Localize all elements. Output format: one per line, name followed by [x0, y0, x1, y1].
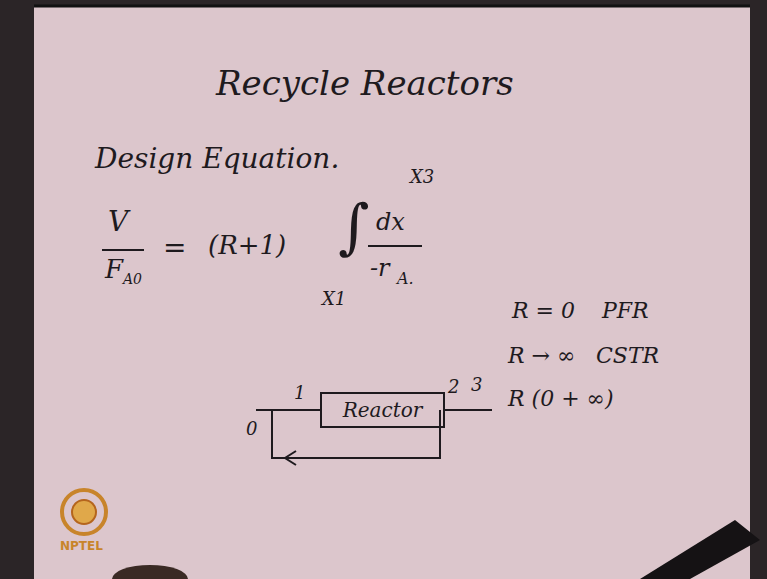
- equals-sign: =: [163, 234, 186, 262]
- fraction-bar: [368, 245, 422, 247]
- paper-edge: [34, 5, 750, 8]
- case-note: CSTR: [596, 345, 659, 367]
- subscript: A.: [397, 271, 414, 287]
- fraction-bar: [102, 249, 144, 251]
- marker-pen: [640, 520, 760, 579]
- case-note: R → ∞: [508, 345, 575, 367]
- denominator: F: [105, 256, 123, 282]
- feed-line: [256, 409, 320, 411]
- slide-title: Recycle Reactors: [216, 66, 514, 100]
- case-note: R (0 + ∞): [508, 388, 613, 410]
- watermark: NPTEL: [60, 540, 103, 552]
- numerator: dx: [376, 210, 405, 234]
- recycle-arrowhead: [285, 451, 296, 465]
- outlet-line: [445, 409, 492, 411]
- logo-ring: [62, 490, 106, 534]
- case-note: PFR: [602, 300, 649, 322]
- reactor-box: Reactor: [320, 392, 445, 428]
- stream-number: 2: [448, 378, 459, 396]
- heading-text: Design Equation.: [95, 145, 339, 173]
- upper-limit: X3: [410, 168, 434, 186]
- stream-number: 3: [471, 376, 482, 394]
- factor: (R+1): [208, 232, 286, 258]
- subscript: A0: [123, 272, 142, 286]
- numerator: V: [108, 208, 128, 236]
- paper-sheet: [34, 6, 750, 579]
- denominator: -r: [370, 256, 390, 280]
- box-label: Reactor: [343, 400, 423, 420]
- lower-limit: X1: [322, 290, 346, 308]
- integral-sign: ∫: [338, 196, 369, 256]
- case-note: R = 0: [512, 300, 575, 322]
- stream-number: 1: [294, 384, 305, 402]
- stream-number: 0: [246, 420, 257, 438]
- logo-core: [72, 500, 96, 524]
- hand: [112, 565, 188, 579]
